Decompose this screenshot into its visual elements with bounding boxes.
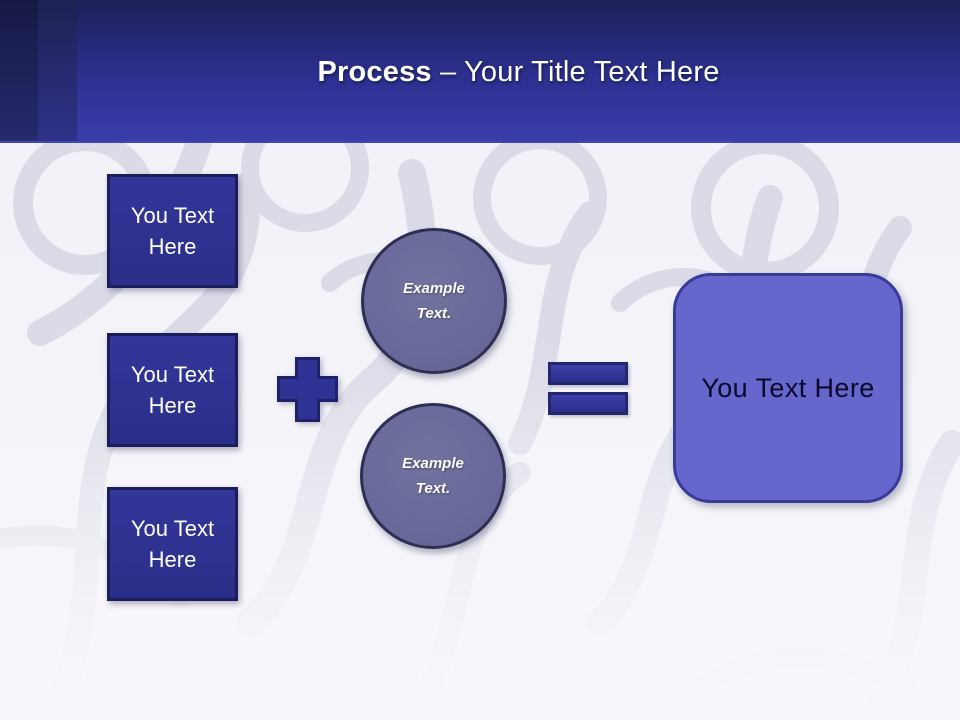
header-band: Process – Your Title Text Here [0,0,960,143]
result-box[interactable]: You Text Here [673,273,903,503]
slide-title-subtitle: – Your Title Text Here [431,56,720,88]
input-box-3-label: You Text Here [130,516,215,572]
slide-title-keyword: Process [317,56,432,88]
header-left-stripe-dark [0,0,38,141]
input-box-2[interactable]: You Text Here [107,333,238,447]
equals-top-bar [548,362,628,385]
example-circle-1-label: Example Text. [403,280,465,322]
input-box-1-label: You Text Here [130,203,215,259]
plus-icon [277,357,338,422]
equals-bottom-bar [548,392,628,415]
input-box-3[interactable]: You Text Here [107,487,238,601]
result-box-label: You Text Here [701,372,875,403]
example-circle-2-label: Example Text. [402,455,464,497]
equals-icon [548,362,628,415]
slide-title: Process – Your Title Text Here [77,56,960,89]
header-left-stripe-medium [38,0,77,141]
input-box-2-label: You Text Here [130,362,215,418]
example-circle-2[interactable]: Example Text. [360,403,506,549]
example-circle-1[interactable]: Example Text. [361,228,507,374]
input-box-1[interactable]: You Text Here [107,174,238,288]
